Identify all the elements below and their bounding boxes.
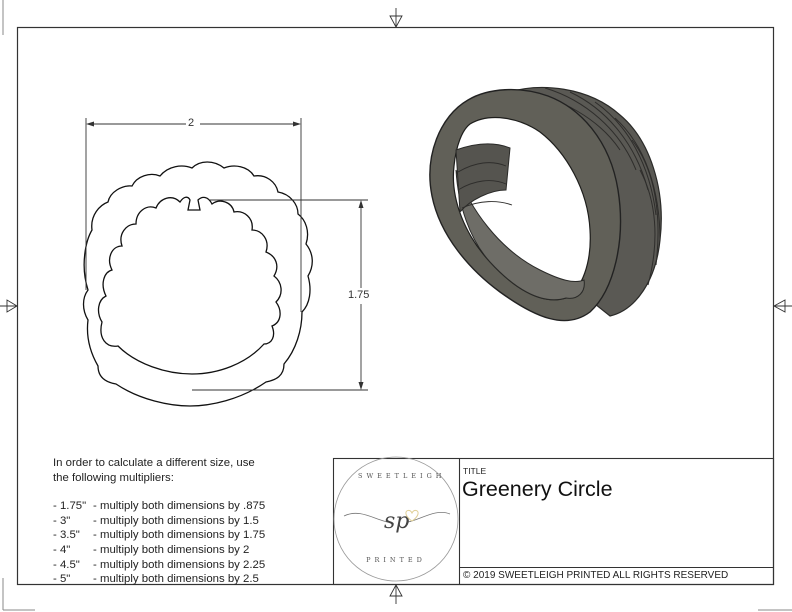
logo-top-text: SWEETLEIGH [358,472,446,480]
center-mark-right-icon [773,299,792,313]
multiplier-size: - 4" [53,543,71,556]
size-multiplier-notes: In order to calculate a different size, … [53,456,328,587]
svg-text:sp: sp [384,509,409,534]
logo-bottom-text: PRINTED [366,556,426,564]
multiplier-row: - 4" - multiply both dimensions by 2 [53,543,328,558]
multiplier-text: - multiply both dimensions by 1.5 [93,514,259,527]
notes-intro: In order to calculate a different size, … [53,456,328,485]
multiplier-text: - multiply both dimensions by 2 [93,543,250,556]
multiplier-size: - 1.75" [53,500,87,513]
cutter-3d-render [429,86,662,322]
multiplier-size: - 3.5" [53,529,80,542]
height-dimension-label: 1.75 [346,289,372,301]
multiplier-size: - 3" [53,514,71,527]
multiplier-text: - multiply both dimensions by 2.25 [93,558,266,571]
multiplier-row: - 3" - multiply both dimensions by 1.5 [53,514,328,529]
multiplier-row: - 3.5" - multiply both dimensions by 1.7… [53,528,328,543]
notes-intro-line: In order to calculate a different size, … [53,457,255,469]
width-dimension [85,118,302,312]
multiplier-row: - 4.5" - multiply both dimensions by 2.2… [53,558,328,573]
center-mark-top-icon [389,8,403,28]
cutter-outline-drawing [82,161,313,407]
notes-intro-line: the following multipliers: [53,471,174,484]
title-block-frame [332,457,775,586]
center-mark-bottom-icon [389,584,403,604]
title-label: TITLE [463,466,487,476]
width-dimension-label: 2 [186,117,197,129]
height-dimension [192,199,368,391]
drawing-title: Greenery Circle [462,477,613,501]
multiplier-text: - multiply both dimensions by 2.5 [93,573,259,586]
multiplier-text: - multiply both dimensions by 1.75 [93,529,266,542]
multiplier-size: - 5" [53,573,71,586]
sweetleigh-printed-logo: sp [333,456,459,582]
center-mark-left-icon [0,299,18,313]
copyright-text: © 2019 SWEETLEIGH PRINTED ALL RIGHTS RES… [463,570,729,581]
multiplier-row: - 1.75" - multiply both dimensions by .8… [53,499,328,514]
multiplier-row: - 5" - multiply both dimensions by 2.5 [53,572,328,587]
multiplier-text: - multiply both dimensions by .875 [93,500,266,513]
multiplier-size: - 4.5" [53,558,80,571]
